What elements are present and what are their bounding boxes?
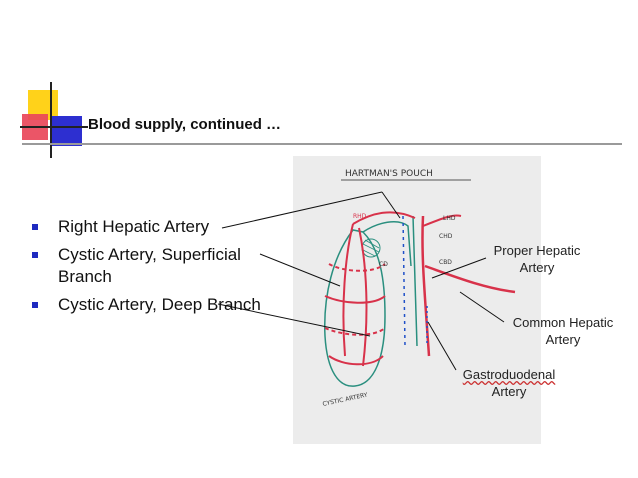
callout-gastroduodenal-line2: Artery (491, 384, 527, 399)
slide-title: Blood supply, continued … (88, 116, 282, 133)
label-lhd: LHD (443, 215, 456, 222)
callout-gastroduodenal-line1: Gastroduodenal (462, 367, 556, 382)
logo-blue-square (52, 116, 82, 146)
logo-vertical-line (50, 82, 52, 158)
sketch-heading: HARTMAN'S POUCH (345, 169, 433, 179)
callout-common-hepatic-artery: Common Hepatic Artery (512, 315, 614, 347)
label-cbd: CBD (439, 259, 452, 266)
logo-horizontal-line (20, 126, 88, 128)
label-chd: CHD (439, 233, 453, 240)
slide-logo (20, 78, 90, 158)
anatomy-sketch: HARTMAN'S POUCH RHD LHD CHD CBD CD CYSTI… (293, 156, 541, 444)
callout-proper-hepatic-artery: Proper Hepatic Artery (493, 243, 581, 275)
anatomy-drawing: HARTMAN'S POUCH RHD LHD CHD CBD CD CYSTI… (322, 169, 516, 408)
title-divider (22, 143, 622, 145)
callout-gastroduodenal-artery: Gastroduodenal Artery (450, 366, 568, 400)
label-cd: CD (379, 261, 388, 268)
bullet-list: Right Hepatic Artery Cystic Artery, Supe… (30, 216, 280, 322)
bullet-item: Cystic Artery, Superficial Branch (30, 244, 280, 288)
bullet-item: Right Hepatic Artery (30, 216, 280, 238)
label-rhd: RHD (353, 213, 367, 220)
bullet-item: Cystic Artery, Deep Branch (30, 294, 280, 316)
